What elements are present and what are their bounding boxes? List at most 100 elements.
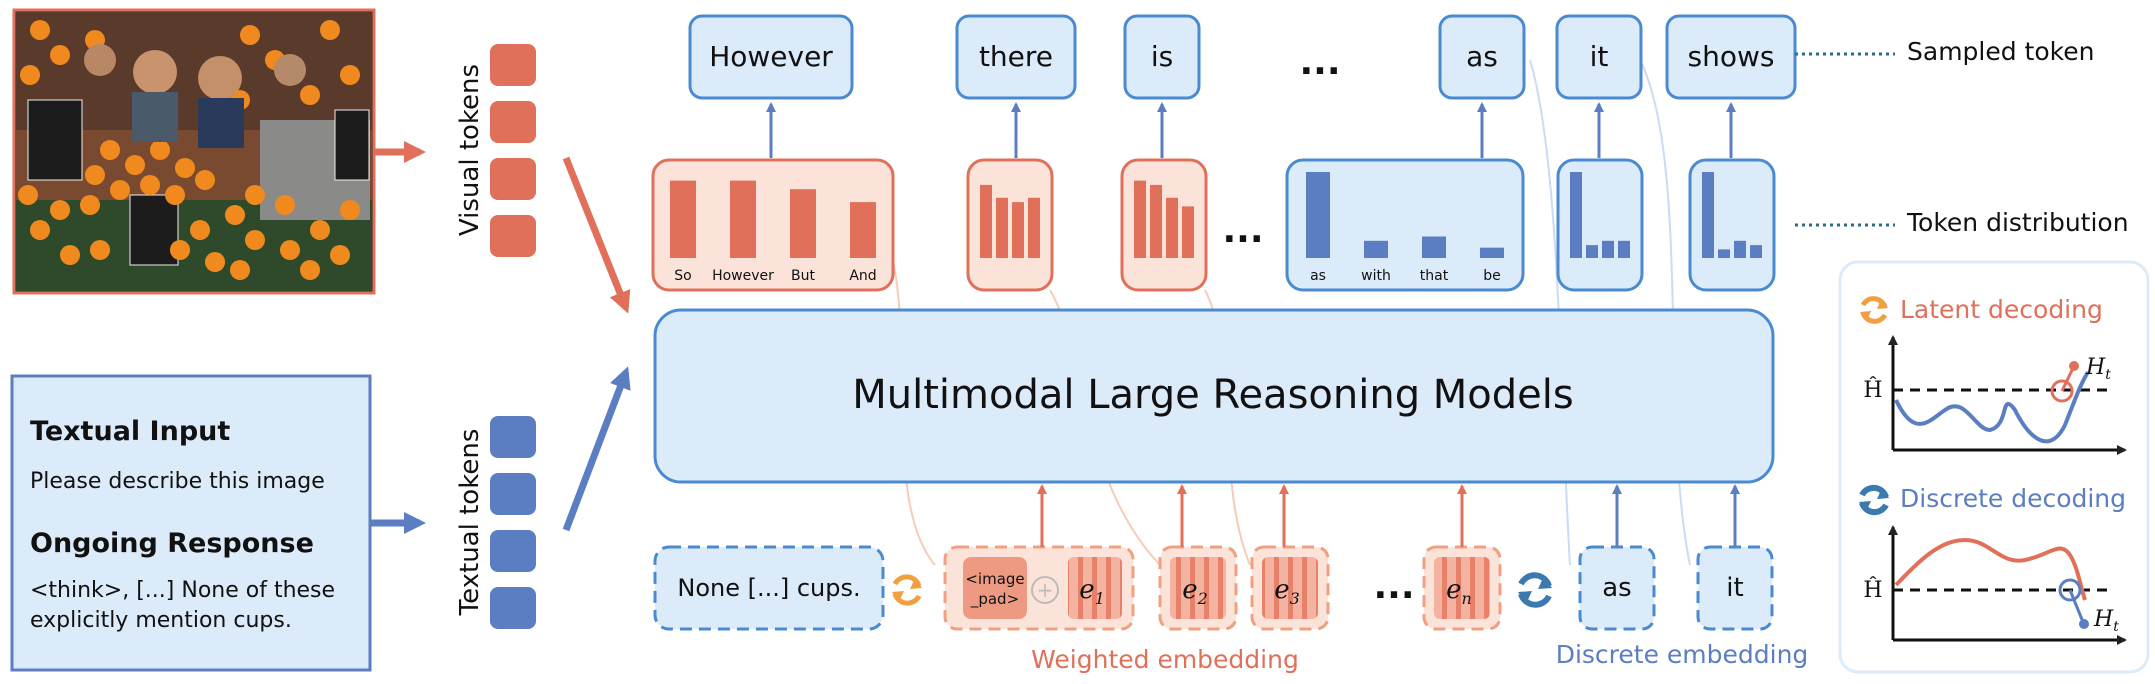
distribution-bar (1702, 172, 1714, 258)
input-up-arrows (1037, 484, 1740, 547)
orange-decoration (50, 200, 70, 220)
sampled-token: as (1466, 40, 1498, 73)
distribution-bar (1734, 240, 1746, 258)
latent-h-hat: Ĥ (1863, 376, 1882, 403)
textual-token (490, 587, 536, 629)
distribution-bar (1306, 172, 1330, 258)
embedding-label: e1 (1079, 575, 1105, 608)
legend-sampled-token: Sampled token (1907, 37, 2094, 66)
distribution-bar-label: as (1310, 268, 1326, 284)
sampled-token: there (979, 40, 1053, 73)
discrete-h-hat: Ĥ (1863, 576, 1882, 603)
ongoing-response-heading: Ongoing Response (30, 528, 314, 559)
sampled-token: is (1151, 40, 1173, 73)
distribution-box-fourth (1285, 158, 1525, 292)
distribution-bar (1480, 247, 1504, 258)
embedding-e1 (1068, 557, 1122, 619)
distribution-bar-label: However (712, 268, 774, 284)
distribution-bar (980, 184, 992, 258)
middle-ellipsis: ... (1222, 210, 1263, 251)
discrete-entropy-curve (1894, 537, 2087, 601)
visual-token (490, 44, 536, 86)
discrete-ht-dot (2079, 619, 2089, 629)
plus-symbol: + (1037, 578, 1054, 602)
visual-tokens-label: Visual tokens (455, 64, 485, 236)
visual-token (490, 101, 536, 143)
discrete-ht-line (2068, 589, 2085, 623)
orange-decoration (60, 245, 80, 265)
distribution-bar-label: And (849, 268, 876, 284)
distribution-bar-label: that (1420, 268, 1449, 284)
distribution-bar (1618, 240, 1630, 258)
distribution-bar (1602, 240, 1614, 258)
distribution-bar (1182, 206, 1194, 258)
textual-tokens-column: Textual tokens (455, 416, 536, 629)
latent-ht-dot (2069, 361, 2079, 371)
orange-decoration (18, 185, 38, 205)
discrete-embedding-label: Discrete embedding (1556, 640, 1809, 669)
orange-decoration (190, 220, 210, 240)
decoding-panel: Latent decoding Ĥ Ht Discrete decoding Ĥ… (1838, 260, 2150, 674)
orange-decoration (20, 65, 40, 85)
distribution-bar (1570, 172, 1582, 258)
distribution-bar-label: But (791, 268, 815, 284)
distribution-bar (1364, 240, 1388, 258)
orange-decoration (280, 240, 300, 260)
sampled-token: shows (1688, 40, 1775, 73)
embedding-en (1434, 557, 1490, 619)
orange-decoration (140, 175, 160, 195)
distribution-bar-label: be (1483, 268, 1501, 284)
textual-token (490, 416, 536, 458)
distribution-bar (1586, 245, 1598, 258)
model-box: Multimodal Large Reasoning Models (653, 308, 1775, 484)
textual-token (490, 473, 536, 515)
embedding-label: e3 (1274, 575, 1300, 608)
embedding-label: en (1446, 575, 1472, 608)
orange-decoration (330, 245, 350, 265)
discrete-token-2: it (1726, 573, 1743, 603)
sampled-token-box (1123, 14, 1201, 100)
weighted-embedding-label: Weighted embedding (1031, 645, 1299, 674)
legend-token-distribution: Token distribution (1906, 208, 2129, 237)
orange-decoration (170, 240, 190, 260)
distribution-bar (996, 197, 1008, 258)
distribution-box-first (651, 158, 895, 292)
orange-decoration (110, 180, 130, 200)
input-image (12, 8, 376, 295)
latent-cycle-icon (892, 574, 922, 606)
distribution-bar-label: So (674, 268, 691, 284)
top-ellipsis: ... (1299, 42, 1340, 83)
textual-tokens-label: Textual tokens (455, 429, 485, 617)
orange-decoration (240, 25, 260, 45)
visual-tokens-column: Visual tokens (455, 44, 536, 257)
orange-decoration (150, 140, 170, 160)
distribution-bar (1166, 197, 1178, 258)
embedding-label: e2 (1182, 575, 1208, 608)
orange-decoration (245, 230, 265, 250)
model-label: Multimodal Large Reasoning Models (852, 372, 1573, 418)
orange-decoration (175, 158, 195, 178)
distribution-bar (850, 202, 876, 258)
textual-input-text: Please describe this image (30, 469, 325, 494)
image-pad-label-1: <image (965, 570, 1024, 588)
orange-decoration (85, 165, 105, 185)
discrete-crossing-marker (2058, 578, 2082, 602)
orange-decoration (340, 200, 360, 220)
distribution-bar (1012, 202, 1024, 258)
embedding-e3 (1262, 557, 1318, 619)
orange-decoration (310, 220, 330, 240)
image-pad-token (963, 557, 1027, 619)
sampled-token-box (688, 14, 854, 100)
prev-text-box (653, 545, 885, 631)
orange-decoration (30, 220, 50, 240)
orange-decoration (30, 20, 50, 40)
ongoing-response-line1: <think>, [...] None of these (30, 578, 335, 603)
prev-text: None [...] cups. (677, 574, 860, 602)
visual-token (490, 215, 536, 257)
orange-decoration (80, 195, 100, 215)
visual-to-model-arrow (562, 156, 631, 314)
orange-decoration (275, 195, 295, 215)
